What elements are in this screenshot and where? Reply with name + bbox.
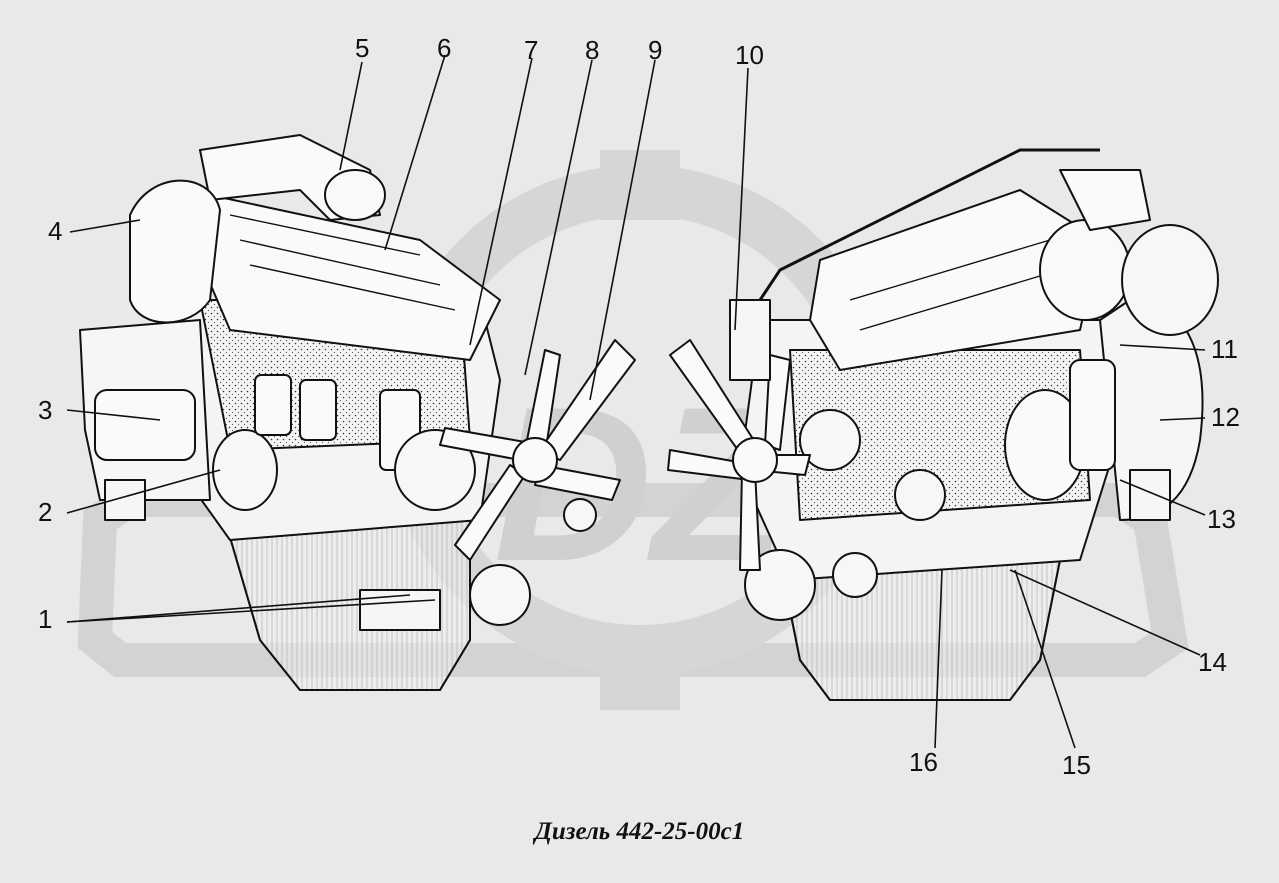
callout-label-4: 4 — [48, 216, 63, 246]
callout-label-16: 16 — [909, 747, 938, 777]
callout-label-14: 14 — [1198, 647, 1227, 677]
figure-caption: Дизель 442-25-00с1 — [534, 818, 745, 845]
callout-label-12: 12 — [1211, 402, 1240, 432]
callout-label-6: 6 — [437, 33, 452, 63]
callout-label-11: 11 — [1211, 334, 1238, 364]
callout-label-8: 8 — [585, 35, 600, 65]
engine-left-view — [79, 134, 636, 691]
engine-right-view — [667, 148, 1219, 701]
callout-label-1: 1 — [38, 604, 53, 634]
leader-lines — [66, 54, 1206, 749]
callout-label-13: 13 — [1207, 504, 1236, 534]
callout-label-15: 15 — [1062, 750, 1091, 780]
callout-label-2: 2 — [38, 497, 53, 527]
callout-label-9: 9 — [648, 35, 663, 65]
callout-label-10: 10 — [735, 40, 764, 70]
callout-label-7: 7 — [524, 35, 539, 65]
callout-label-5: 5 — [355, 33, 370, 63]
callout-label-3: 3 — [38, 395, 53, 425]
